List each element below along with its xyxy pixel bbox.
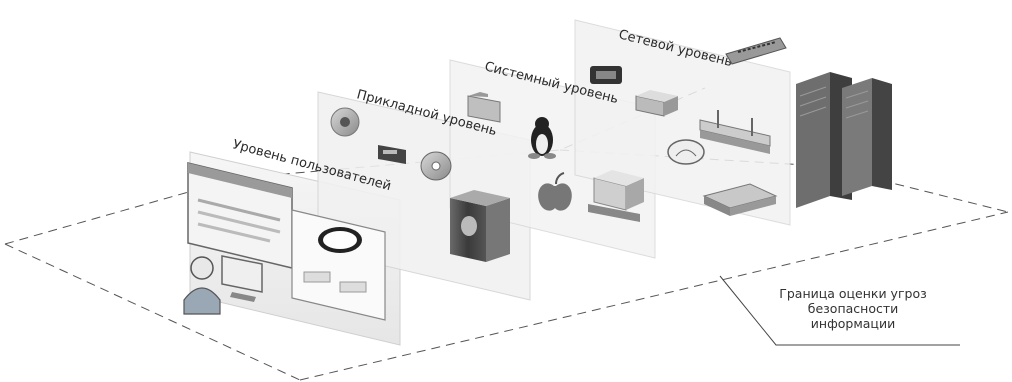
boundary-legend-line-1: Граница оценки угроз — [748, 286, 958, 301]
firewall-circle-icon — [668, 140, 704, 164]
boundary-legend-line-3: информации — [748, 316, 958, 331]
keyboard-icon — [726, 38, 786, 64]
boundary-legend: Граница оценки угроз безопасности информ… — [748, 286, 958, 331]
server-tower-icon — [796, 72, 892, 208]
dsl-device-icon — [590, 66, 622, 84]
disc-icon — [421, 152, 451, 180]
boundary-legend-line-2: безопасности — [748, 301, 958, 316]
software-box-icon — [450, 190, 510, 262]
round-app-icon — [331, 108, 359, 136]
